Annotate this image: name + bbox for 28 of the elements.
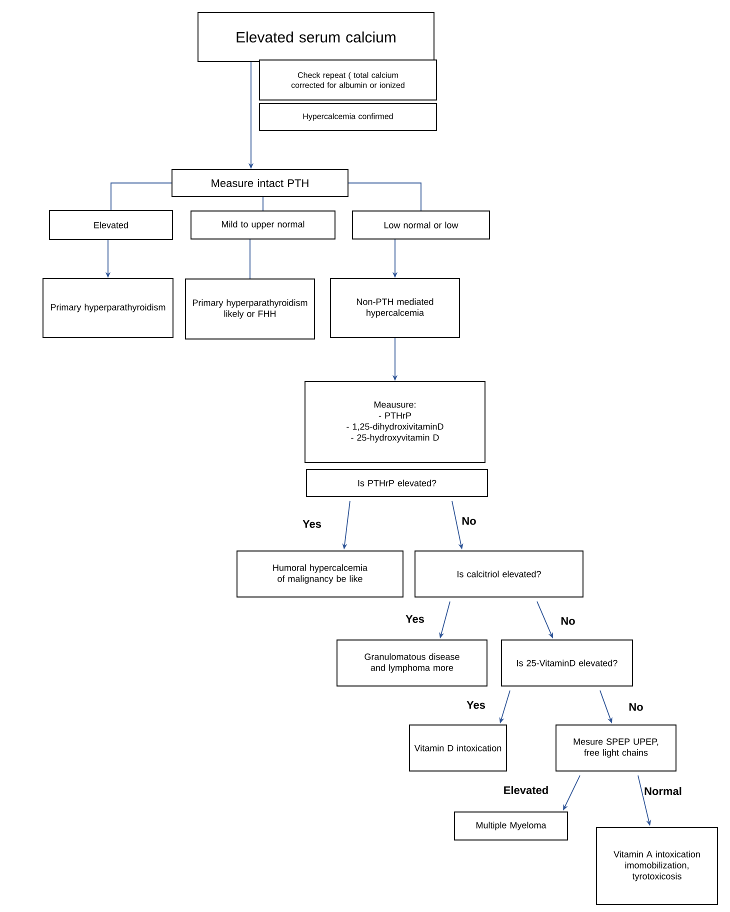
process-box: Vitamin A intoxication imomobilization, tyrotoxicosis — [596, 827, 718, 905]
process-box: Hypercalcemia confirmed — [259, 103, 437, 131]
process-box: Primary hyperparathyroidism — [42, 278, 174, 338]
process-box: Meausure: - PTHrP - 1,25-dihydroxivitaminD - 25-hydroxyvitamin D — [304, 381, 486, 463]
process-box: Low normal or low — [352, 210, 490, 240]
process-box: Vitamin D intoxication — [409, 724, 507, 772]
process-box: Is PTHrP elevated? — [306, 469, 488, 497]
edge-label: No — [628, 702, 644, 712]
process-box: Measure intact PTH — [172, 169, 348, 197]
process-box: Granulomatous disease and lymphoma more — [336, 640, 488, 686]
process-box: Elevated — [49, 210, 173, 240]
process-box: Elevated serum calcium — [198, 12, 434, 62]
process-box: Multiple Myeloma — [454, 812, 568, 840]
edge-label: Yes — [466, 700, 486, 710]
edge-label: Yes — [404, 614, 426, 624]
process-box: Primary hyperparathyroidism likely or FHH — [185, 278, 315, 340]
process-box: Non-PTH mediated hypercalcemia — [330, 278, 460, 338]
process-box: Humoral hypercalcemia of malignancy be like — [236, 550, 404, 598]
process-box: Mild to upper normal — [190, 210, 336, 240]
edge-label: Yes — [302, 519, 322, 529]
process-box: Mesure SPEP UPEP, free light chains — [556, 724, 676, 772]
process-box: Is calcitriol elevated? — [414, 550, 584, 598]
process-box: Is 25-VitaminD elevated? — [501, 640, 633, 686]
edge-label: No — [460, 516, 478, 526]
edge-label: No — [560, 616, 576, 626]
edge-label: Normal — [643, 786, 683, 796]
edge-label: Elevated — [502, 784, 550, 796]
process-box: Check repeat ( total calcium corrected for albumin or ionized — [259, 60, 437, 100]
